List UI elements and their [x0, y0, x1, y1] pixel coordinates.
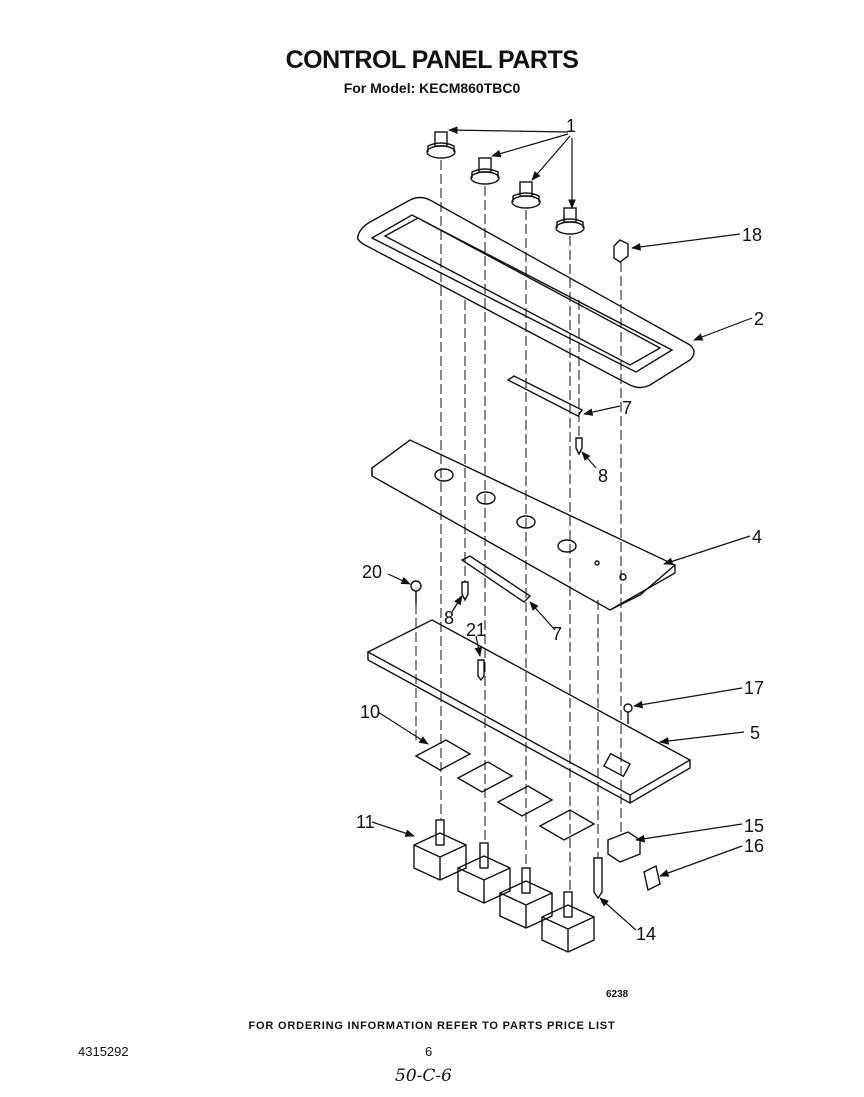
callout-label: 10 — [360, 702, 380, 722]
callout-labels: 1 18 2 7 8 4 20 8 21 7 17 10 5 11 15 16 … — [356, 116, 764, 1000]
callout-label: 5 — [750, 723, 760, 743]
callout-label: 1 — [566, 116, 576, 136]
knob-part — [555, 207, 585, 235]
screw-part — [575, 437, 583, 456]
callout-label: 8 — [444, 608, 454, 628]
push-switch-part — [607, 831, 641, 863]
indicator-light-part — [593, 857, 603, 900]
callout-label: 18 — [742, 225, 762, 245]
callout-leaders — [371, 126, 753, 931]
model-subtitle: For Model: KECM860TBC0 — [343, 80, 521, 96]
callout-label: 4 — [752, 527, 762, 547]
knob-part — [426, 131, 456, 159]
handwritten-note: 50-C-6 — [395, 1066, 452, 1086]
insulator-part — [414, 739, 472, 771]
page-number: 6 — [425, 1044, 433, 1059]
callout-label: 14 — [636, 924, 656, 944]
switch-part — [457, 842, 511, 904]
bracket-part — [460, 555, 532, 603]
control-panel-part — [371, 439, 677, 611]
part-number: 4315292 — [78, 1044, 129, 1059]
page-title: CONTROL PANEL PARTS — [285, 46, 579, 74]
callout-label: 8 — [598, 466, 608, 486]
figure-number: 6238 — [606, 989, 629, 1000]
callout-label: 7 — [622, 398, 632, 418]
bracket-part — [506, 375, 584, 417]
insulator-part — [538, 809, 596, 841]
callout-label: 2 — [754, 309, 764, 329]
clip-part — [643, 864, 661, 892]
screw-part — [623, 703, 633, 724]
callout-label: 15 — [744, 816, 764, 836]
insulator-part — [496, 785, 554, 817]
callout-label: 17 — [744, 678, 764, 698]
switch-part — [541, 891, 595, 953]
callout-label: 7 — [552, 624, 562, 644]
screw-part — [461, 581, 469, 602]
callout-label: 16 — [744, 836, 764, 856]
callout-label: 20 — [362, 562, 382, 582]
knob-part — [470, 157, 500, 185]
insulator-part — [456, 761, 514, 793]
ordering-note: FOR ORDERING INFORMATION REFER TO PARTS … — [248, 1020, 616, 1032]
switch-part — [499, 867, 553, 929]
callout-label: 21 — [466, 620, 486, 640]
assembly-lines — [415, 160, 622, 892]
screw-part — [410, 580, 422, 604]
switch-part — [413, 819, 467, 881]
clip-part — [613, 239, 629, 263]
trim-frame-part — [356, 196, 695, 389]
mounting-plate-part — [366, 619, 692, 805]
knob-part — [511, 181, 541, 209]
callout-label: 11 — [356, 812, 375, 832]
screw-part — [477, 659, 485, 682]
